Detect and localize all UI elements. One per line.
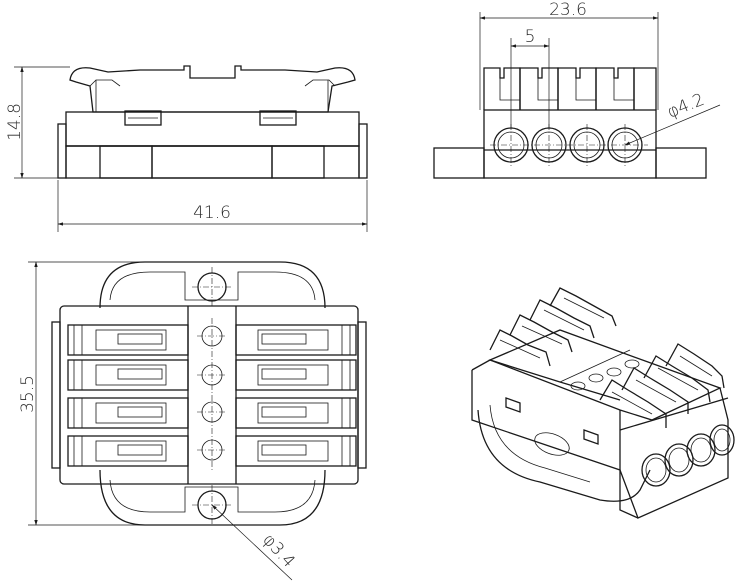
top-view: 35.5 φ3.4 bbox=[18, 261, 367, 581]
pitch-dimension-label: 5 bbox=[525, 27, 536, 47]
depth-dimension-label: 35.5 bbox=[18, 375, 38, 413]
mount-hole-label: φ3.4 bbox=[258, 530, 298, 572]
height-dimension-label: 14.8 bbox=[5, 103, 25, 141]
wire-holes bbox=[490, 124, 648, 166]
isometric-view bbox=[471, 287, 735, 519]
hole-diameter-label: φ4.2 bbox=[664, 90, 707, 123]
width-dimension-label: 23.6 bbox=[549, 0, 587, 20]
center-holes bbox=[197, 318, 227, 470]
lever-rows-left bbox=[67, 324, 189, 467]
iso-latches-back bbox=[489, 287, 617, 367]
length-dimension-label: 41.6 bbox=[193, 203, 231, 223]
iso-wire-holes bbox=[641, 424, 735, 487]
front-view: 14.8 41.6 bbox=[5, 65, 368, 232]
iso-latches-front bbox=[599, 343, 725, 428]
lever-rows-right bbox=[235, 324, 357, 467]
latch-row bbox=[483, 67, 657, 110]
side-view: 23.6 5 φ4.2 bbox=[433, 0, 721, 179]
